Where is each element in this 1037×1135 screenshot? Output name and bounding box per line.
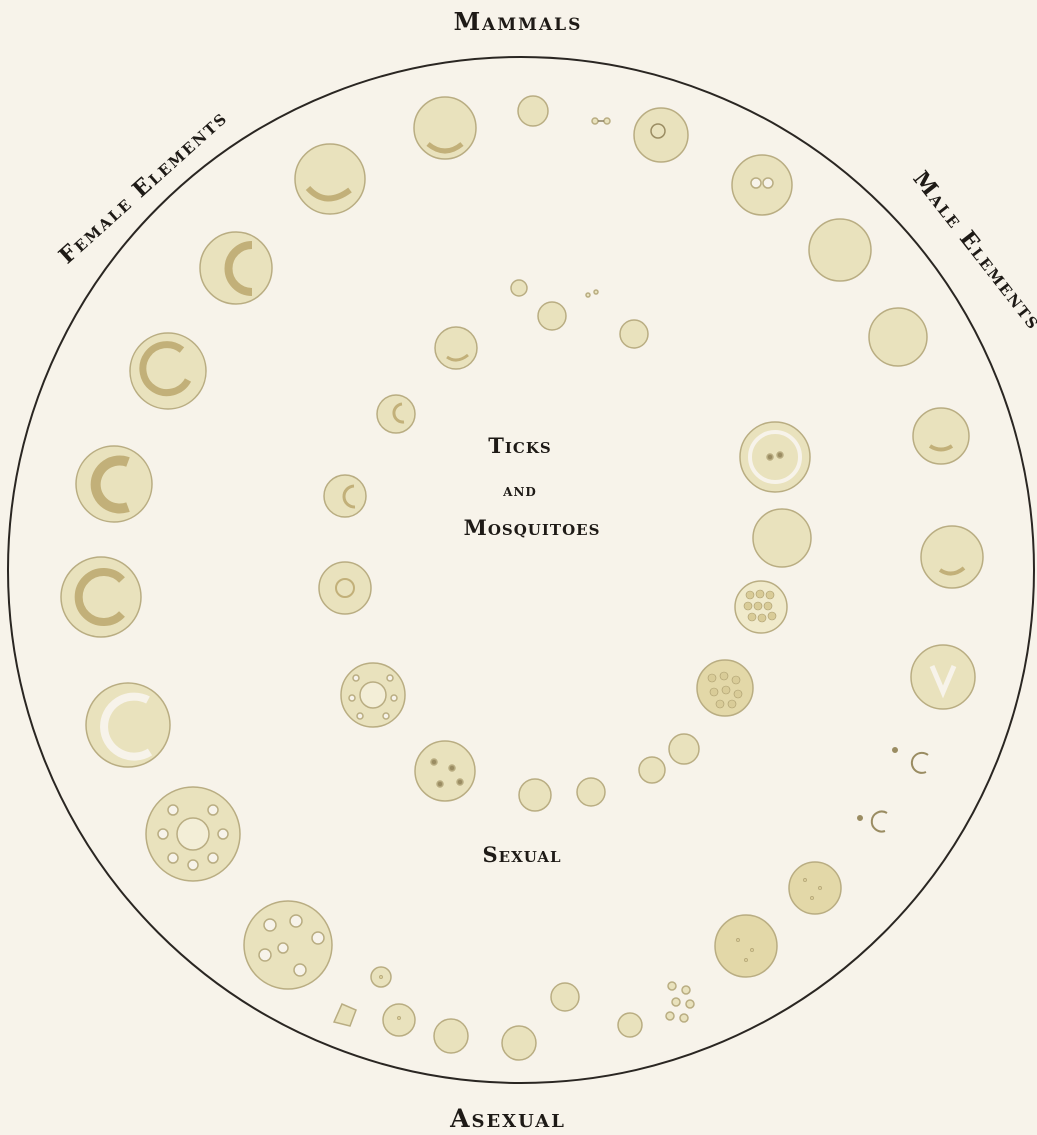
cell-dumbbell-top bbox=[592, 118, 610, 124]
inner-cell-13 bbox=[753, 509, 811, 567]
label-mosquitoes: Mosquitoes bbox=[464, 515, 601, 540]
label-asexual: Asexual bbox=[449, 1104, 566, 1133]
inner-cell-4 bbox=[435, 327, 477, 369]
inner-cell-11 bbox=[639, 757, 665, 783]
cell-bottom-3 bbox=[434, 1019, 468, 1053]
cell-male-2 bbox=[809, 219, 871, 281]
cell-bottom-large bbox=[715, 915, 777, 977]
cell-bottom-2 bbox=[383, 1004, 415, 1036]
inner-cell-2 bbox=[538, 302, 566, 330]
cell-segmenting-2 bbox=[244, 901, 332, 989]
label-and: and bbox=[502, 481, 537, 501]
inner-cell-9 bbox=[519, 779, 551, 811]
inner-cell-ringed bbox=[740, 422, 810, 492]
microgametes bbox=[858, 748, 928, 832]
cell-bottom-4 bbox=[502, 1026, 536, 1060]
inner-cell-1 bbox=[511, 280, 527, 296]
outer-cycle bbox=[61, 96, 983, 1060]
label-female-elements: Female Elements bbox=[54, 104, 233, 269]
cell-male-0 bbox=[634, 108, 688, 162]
inner-cell-8 bbox=[415, 741, 475, 801]
cell-bottom-6 bbox=[618, 1013, 642, 1037]
inner-cell-5 bbox=[377, 395, 415, 433]
inner-cell-7 bbox=[319, 562, 371, 614]
cell-female-3 bbox=[200, 232, 272, 304]
cell-bottom-pointed bbox=[334, 1004, 356, 1026]
inner-cell-3 bbox=[620, 320, 648, 348]
cell-male-6 bbox=[911, 645, 975, 709]
label-mammals: Mammals bbox=[454, 7, 583, 36]
inner-oocyst-1 bbox=[341, 663, 405, 727]
cell-segmenting-1 bbox=[146, 787, 240, 881]
cell-male-4 bbox=[913, 408, 969, 464]
cell-merozoites bbox=[666, 982, 694, 1022]
cell-tiny-top bbox=[518, 96, 548, 126]
cell-bottom-right bbox=[789, 862, 841, 914]
cell-female-2 bbox=[295, 144, 365, 214]
cell-male-5 bbox=[921, 526, 983, 588]
inner-cell-12 bbox=[669, 734, 699, 764]
cell-male-1 bbox=[732, 155, 792, 215]
outer-ring bbox=[8, 57, 1034, 1083]
label-sexual: Sexual bbox=[482, 842, 561, 867]
cell-male-3 bbox=[869, 308, 927, 366]
inner-cell-10 bbox=[577, 778, 605, 806]
label-ticks: Ticks bbox=[488, 433, 551, 458]
cell-bottom-5 bbox=[551, 983, 579, 1011]
inner-cycle bbox=[319, 280, 811, 811]
label-male-elements: Male Elements bbox=[908, 166, 1037, 335]
